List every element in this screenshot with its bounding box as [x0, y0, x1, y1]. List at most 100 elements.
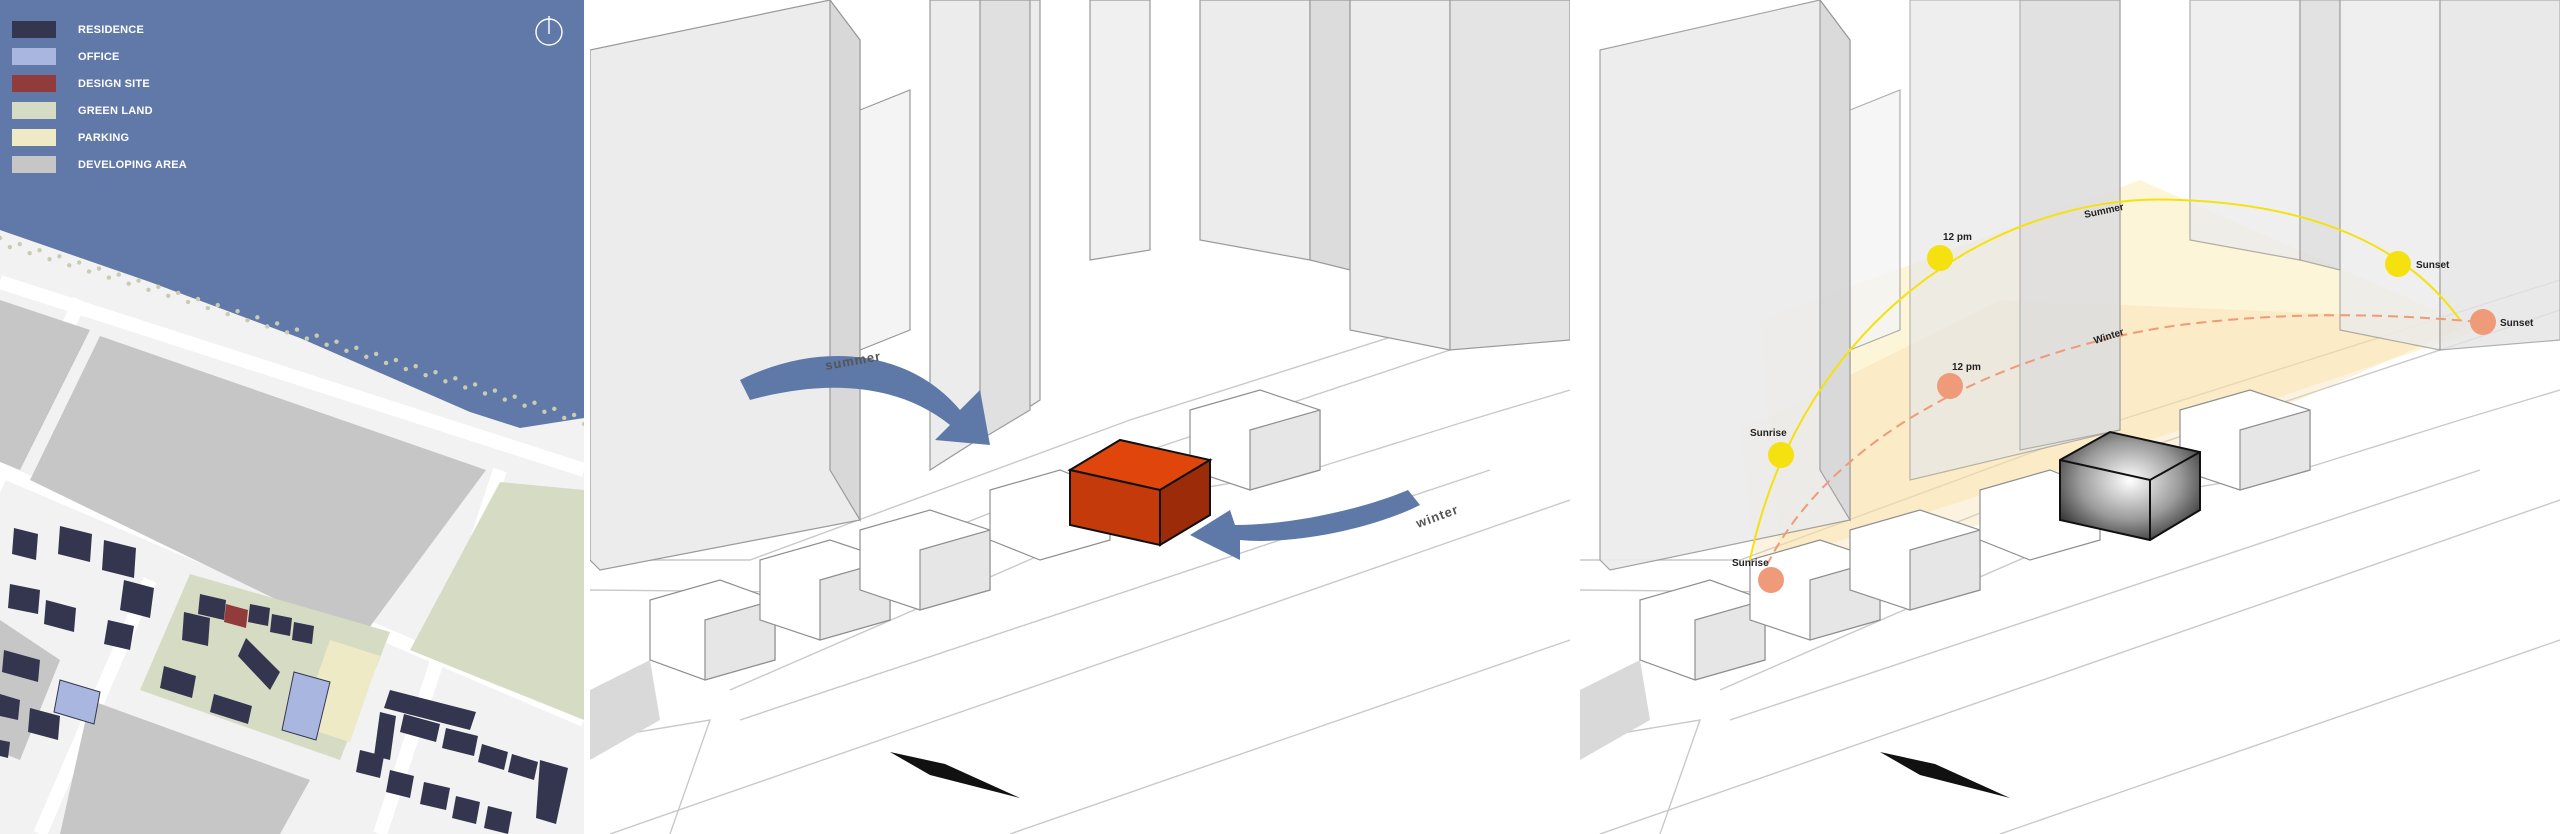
legend-swatch-developing-area — [12, 156, 56, 173]
winter-wind-arrow — [1190, 490, 1420, 560]
winter-sunset-sun — [2470, 309, 2496, 335]
site-map — [0, 0, 584, 834]
shore-tree-dot — [106, 275, 112, 280]
winter-sun-path — [1759, 314, 2481, 581]
shore-tree-dot — [344, 348, 349, 353]
shore-tree-dot — [156, 284, 161, 290]
shore-tree-dot — [116, 272, 121, 277]
site-map-panel: RESIDENCE OFFICE DESIGN SITE GREEN LAND … — [0, 0, 584, 834]
shore-tree-dot — [195, 296, 201, 302]
winter-noon-label: 12 pm — [1952, 362, 1981, 373]
shore-tree-dot — [166, 293, 171, 299]
shore-tree-dot — [205, 305, 211, 311]
legend-item-design-site: DESIGN SITE — [12, 70, 187, 97]
tower-group — [590, 0, 1570, 571]
winter-sunrise-sun — [1758, 567, 1784, 593]
shore-tree-dot — [403, 366, 409, 372]
design-massing-glass — [2059, 430, 2201, 542]
shore-tree-dot — [502, 397, 508, 402]
shore-tree-dot — [37, 248, 42, 253]
summer-sunrise-label: Sunrise — [1750, 428, 1787, 439]
developing-area-4 — [60, 700, 310, 834]
wind-diagram-panel: summer winter — [590, 0, 1570, 834]
sun-path-diagram: Sunrise 12 pm Sunset Sunrise 12 pm Sunse… — [1580, 0, 2560, 834]
shore-tree-dot — [0, 235, 3, 241]
shore-tree-dot — [373, 351, 379, 357]
shore-tree-dot — [314, 333, 319, 338]
legend-item-green-land: GREEN LAND — [12, 97, 187, 124]
map-legend: RESIDENCE OFFICE DESIGN SITE GREEN LAND … — [12, 16, 187, 178]
shore-tree-dot — [512, 394, 517, 399]
legend-label: RESIDENCE — [78, 23, 144, 36]
shore-tree-dot — [255, 315, 260, 320]
shore-tree-dot — [542, 409, 547, 414]
shore-tree-dot — [581, 421, 584, 427]
shore-tree-dot — [86, 269, 92, 274]
shore-tree-dot — [7, 244, 13, 250]
summer-wind-arrow — [740, 356, 990, 445]
shore-tree-dot — [185, 299, 191, 305]
shore-tree-dot — [443, 379, 448, 384]
developing-area-2 — [30, 336, 486, 640]
summer-sun-path — [1749, 198, 2461, 561]
shore-tree-dot — [482, 391, 488, 396]
shore-tree-dot — [522, 403, 527, 408]
shore-tree-dot — [294, 327, 300, 332]
winter-noon-sun — [1937, 373, 1963, 399]
shore-tree-dot — [126, 281, 131, 286]
shore-tree-dot — [225, 311, 230, 317]
panel-divider — [584, 0, 590, 834]
shore-tree-dot — [571, 412, 577, 418]
shore-tree-dot — [562, 415, 567, 421]
shore-tree-dot — [304, 336, 310, 341]
shore-tree-dot — [334, 339, 339, 344]
wind-diagram: summer winter — [590, 0, 1570, 834]
legend-label: PARKING — [78, 131, 130, 144]
office-blocks — [53, 671, 331, 741]
legend-item-office: OFFICE — [12, 43, 187, 70]
shore-tree-dot — [492, 388, 498, 393]
shore-tree-dot — [324, 342, 329, 347]
legend-swatch-green-land — [12, 102, 56, 119]
winter-sunset-label: Sunset — [2500, 318, 2534, 329]
legend-swatch-design-site — [12, 75, 56, 92]
shore-tree-dot — [423, 372, 428, 378]
shore-tree-dot — [413, 363, 418, 369]
shore-tree-dot — [463, 385, 468, 390]
summer-noon-label: 12 pm — [1943, 232, 1972, 243]
shore-tree-dot — [47, 257, 52, 262]
shore-tree-dot — [532, 400, 537, 405]
shore-tree-dot — [17, 241, 22, 247]
shore-tree-dot — [274, 321, 280, 326]
shore-tree-dot — [57, 254, 62, 259]
shore-tree-dot — [364, 354, 369, 360]
shore-tree-dot — [67, 263, 72, 268]
winter-wind-label: winter — [1413, 502, 1461, 532]
legend-label: GREEN LAND — [78, 104, 153, 117]
legend-swatch-parking — [12, 129, 56, 146]
legend-item-residence: RESIDENCE — [12, 16, 187, 43]
shore-tree-dot — [354, 345, 359, 351]
shore-tree-dot — [215, 302, 220, 308]
shore-tree-dot — [453, 376, 458, 381]
tower-group — [1599, 0, 2560, 571]
water-body — [0, 0, 584, 428]
legend-swatch-residence — [12, 21, 56, 38]
shore-tree-dot — [146, 287, 151, 292]
summer-sunrise-sun — [1768, 442, 1794, 468]
summer-sunset-label: Sunset — [2416, 260, 2450, 271]
sun-path-panel: Sunrise 12 pm Sunset Sunrise 12 pm Sunse… — [1580, 0, 2560, 834]
shoreline-trees — [0, 235, 584, 427]
green-land — [410, 482, 584, 720]
legend-label: DEVELOPING AREA — [78, 158, 187, 171]
shore-tree-dot — [136, 278, 141, 283]
design-massing-red — [1067, 438, 1213, 547]
panel-divider — [1570, 0, 1580, 834]
legend-item-developing-area: DEVELOPING AREA — [12, 151, 187, 178]
shore-tree-dot — [472, 382, 478, 387]
shore-tree-dot — [393, 357, 399, 363]
shore-tree-dot — [284, 330, 290, 335]
shore-tree-dot — [27, 250, 32, 256]
legend-label: OFFICE — [78, 50, 120, 63]
summer-noon-sun — [1927, 245, 1953, 271]
